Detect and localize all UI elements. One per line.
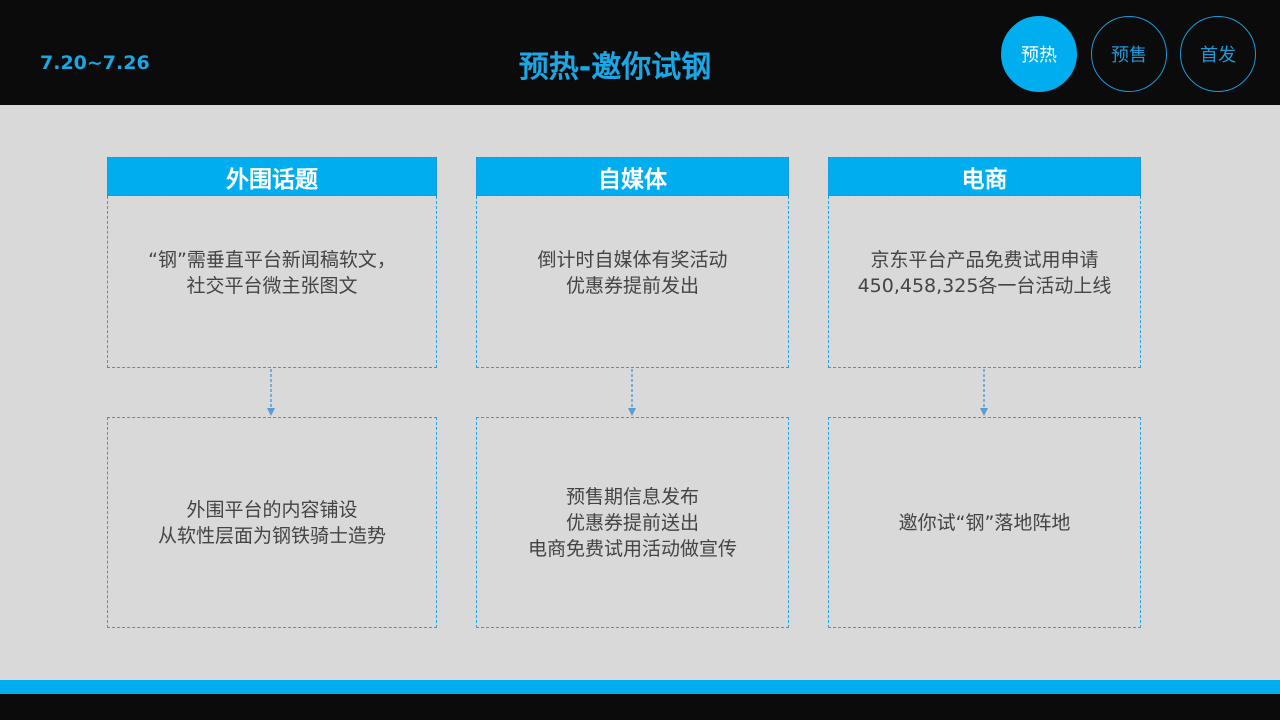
box-peripheral-outcome: 外围平台的内容铺设 从软性层面为钢铁骑士造势 — [107, 417, 437, 628]
box-text-line: 优惠券提前送出 — [565, 511, 699, 534]
footer-accent-bar — [0, 680, 1280, 694]
page-title: 预热-邀你试钢 — [518, 50, 712, 85]
box-ecommerce-actions: 京东平台产品免费试用申请 450,458,325各一台活动上线 — [828, 196, 1141, 368]
box-text-line: 优惠券提前发出 — [565, 274, 699, 297]
arrow-down-icon — [980, 369, 988, 416]
box-text-line: 社交平台微主张图文 — [186, 274, 358, 297]
date-range: 7.20~7.26 — [40, 52, 150, 74]
box-text-line: 电商免费试用活动做宣传 — [527, 537, 737, 560]
box-peripheral-actions: “钢”需垂直平台新闻稿软文， 社交平台微主张图文 — [107, 196, 437, 368]
box-text-line: 450,458,325各一台活动上线 — [857, 274, 1112, 297]
box-text-line: 倒计时自媒体有奖活动 — [537, 248, 728, 271]
column-heading-ecommerce: 电商 — [828, 157, 1141, 196]
nav-launch-button[interactable]: 首发 — [1180, 16, 1256, 92]
footer-bar — [0, 694, 1280, 720]
box-self-media-actions: 倒计时自媒体有奖活动 优惠券提前发出 — [476, 196, 789, 368]
box-text-line: 预售期信息发布 — [565, 485, 699, 508]
box-self-media-outcome: 预售期信息发布 优惠券提前送出 电商免费试用活动做宣传 — [476, 417, 789, 628]
nav-preheat-button[interactable]: 预热 — [1001, 16, 1077, 92]
column-heading-peripheral-topics: 外围话题 — [107, 157, 437, 196]
box-text-line: 京东平台产品免费试用申请 — [870, 248, 1099, 271]
column-heading-self-media: 自媒体 — [476, 157, 789, 196]
arrow-down-icon — [628, 369, 636, 416]
box-text-line: 从软性层面为钢铁骑士造势 — [157, 524, 386, 547]
box-text-line: 外围平台的内容铺设 — [186, 498, 358, 521]
nav-presale-button[interactable]: 预售 — [1091, 16, 1167, 92]
box-text-line: 邀你试“钢”落地阵地 — [898, 511, 1071, 534]
box-text-line: “钢”需垂直平台新闻稿软文， — [148, 248, 396, 271]
box-ecommerce-outcome: 邀你试“钢”落地阵地 — [828, 417, 1141, 628]
arrow-down-icon — [267, 369, 275, 416]
